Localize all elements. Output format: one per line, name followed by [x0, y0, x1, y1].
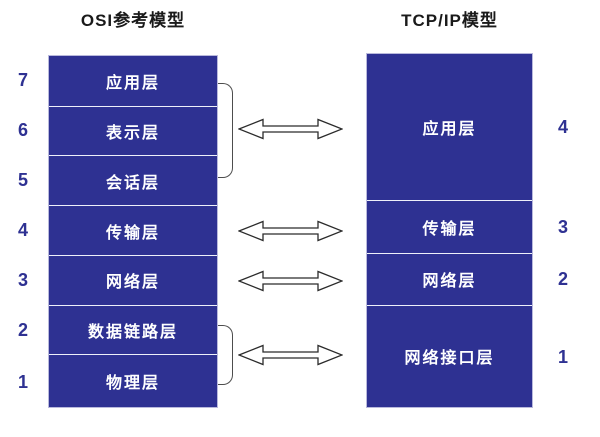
osi-layer-label: 传输层 — [105, 224, 160, 242]
tcpip-layer-label: 网络层 — [422, 273, 477, 291]
osi-layer-row: 表示层 — [49, 105, 217, 156]
osi-layer-row: 应用层 — [49, 56, 217, 106]
tcpip-layer-stack: 应用层传输层网络层网络接口层 — [366, 53, 533, 408]
tcpip-layer-row: 应用层 — [367, 54, 532, 200]
osi-layer-label: 物理层 — [105, 375, 160, 393]
osi-layer-label: 数据链路层 — [87, 323, 178, 341]
bracket-osi-2-to-1-icon — [218, 325, 233, 385]
osi-layer-number: 2 — [17, 320, 28, 340]
osi-layer-row: 会话层 — [49, 155, 217, 205]
osi-layer-row: 物理层 — [49, 354, 217, 407]
osi-layer-number: 6 — [17, 120, 28, 140]
osi-layer-stack: 应用层表示层会话层传输层网络层数据链路层物理层 — [48, 55, 218, 408]
tcpip-layer-number: 1 — [557, 346, 568, 367]
osi-layer-number: 4 — [17, 220, 28, 240]
osi-layer-row: 网络层 — [49, 254, 217, 305]
tcpip-layer-row: 网络接口层 — [367, 304, 532, 407]
osi-layer-label: 会话层 — [105, 174, 160, 192]
tcpip-layer-label: 传输层 — [422, 221, 477, 239]
osi-layer-row: 数据链路层 — [49, 304, 217, 355]
osi-model-title: OSI参考模型 — [80, 11, 186, 30]
osi-layer-label: 应用层 — [105, 74, 160, 92]
tcpip-model-title: TCP/IP模型 — [401, 11, 498, 30]
bidirectional-arrow-icon — [238, 220, 343, 242]
tcpip-layer-number: 3 — [557, 216, 568, 237]
tcpip-layer-number: 2 — [557, 269, 568, 289]
tcpip-layer-row: 传输层 — [367, 200, 532, 253]
osi-layer-number: 7 — [17, 70, 28, 90]
osi-layer-label: 表示层 — [105, 125, 160, 143]
osi-layer-number: 5 — [17, 170, 28, 190]
tcpip-layer-number: 4 — [557, 116, 568, 137]
bidirectional-arrow-icon — [238, 270, 343, 292]
bracket-osi-7-to-5-icon — [218, 83, 233, 178]
bidirectional-arrow-icon — [238, 344, 343, 366]
osi-layer-number: 1 — [17, 371, 28, 392]
osi-layer-row: 传输层 — [49, 205, 217, 255]
osi-layer-number: 3 — [17, 270, 28, 290]
tcpip-layer-label: 应用层 — [422, 121, 477, 139]
tcpip-layer-row: 网络层 — [367, 252, 532, 305]
tcpip-layer-label: 网络接口层 — [404, 350, 495, 368]
bidirectional-arrow-icon — [238, 118, 343, 140]
osi-layer-label: 网络层 — [105, 274, 160, 292]
